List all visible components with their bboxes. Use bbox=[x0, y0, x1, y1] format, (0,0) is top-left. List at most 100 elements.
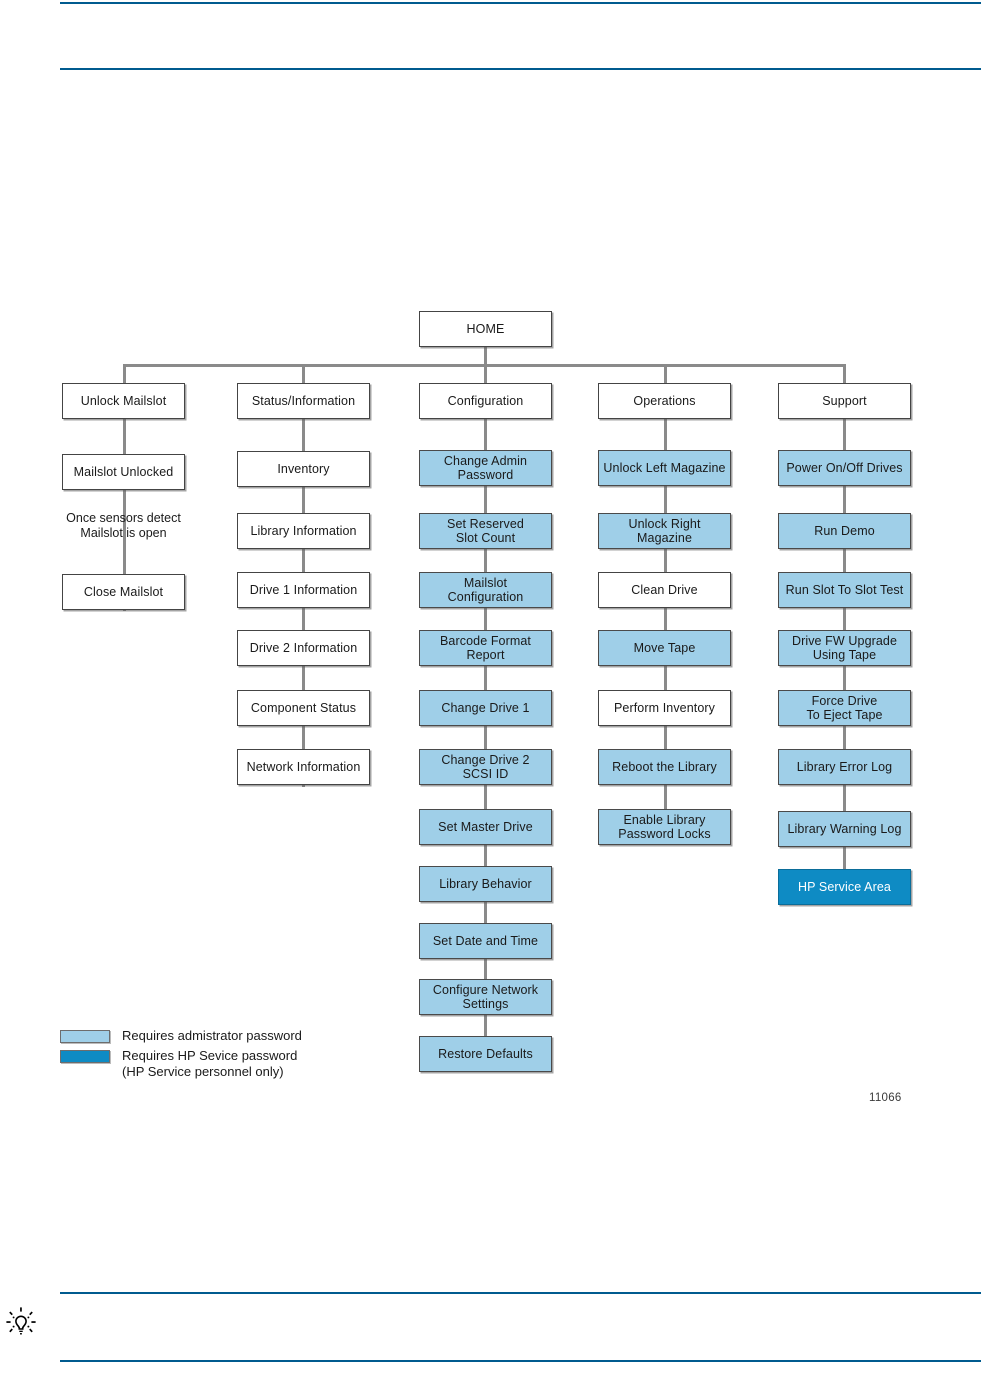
legend-row-admin: Requires admistrator password bbox=[60, 1028, 302, 1045]
node-set-date-and-time[interactable]: Set Date and Time bbox=[419, 923, 552, 959]
node-label: HOME bbox=[466, 322, 505, 336]
node-label: Enable Library Password Locks bbox=[618, 813, 711, 841]
node-label: Reboot the Library bbox=[612, 760, 717, 774]
header-rule-top bbox=[60, 2, 981, 4]
legend-label-service: Requires HP Sevice password (HP Service … bbox=[122, 1047, 298, 1080]
legend-label-admin: Requires admistrator password bbox=[122, 1028, 302, 1043]
node-label: Mailslot Configuration bbox=[447, 576, 524, 604]
node-change-drive-1[interactable]: Change Drive 1 bbox=[419, 690, 552, 726]
column-header-status-information[interactable]: Status/Information bbox=[237, 383, 370, 419]
node-set-reserved-slot-count[interactable]: Set Reserved Slot Count bbox=[419, 513, 552, 549]
node-label: Change Drive 1 bbox=[441, 701, 530, 715]
connector-drop-5 bbox=[843, 364, 846, 383]
node-library-behavior[interactable]: Library Behavior bbox=[419, 866, 552, 902]
node-reboot-the-library[interactable]: Reboot the Library bbox=[598, 749, 731, 785]
connector-column-1 bbox=[123, 419, 126, 611]
node-label: Barcode Format Report bbox=[439, 634, 532, 662]
node-power-on-off-drives[interactable]: Power On/Off Drives bbox=[778, 450, 911, 486]
node-label: Set Reserved Slot Count bbox=[447, 517, 524, 545]
node-label: Status/Information bbox=[251, 394, 356, 408]
legend-swatch-service bbox=[60, 1049, 110, 1063]
node-label: Perform Inventory bbox=[613, 701, 716, 715]
node-label: Operations bbox=[633, 394, 696, 408]
node-label: Library Warning Log bbox=[787, 822, 902, 836]
node-enable-library-password-locks[interactable]: Enable Library Password Locks bbox=[598, 809, 731, 845]
node-configure-network-settings[interactable]: Configure Network Settings bbox=[419, 979, 552, 1015]
node-label: Inventory bbox=[277, 462, 330, 476]
figure-id: 11066 bbox=[869, 1092, 902, 1104]
footer-rule-top bbox=[60, 1292, 981, 1294]
node-clean-drive[interactable]: Clean Drive bbox=[598, 572, 731, 608]
node-drive-1-information[interactable]: Drive 1 Information bbox=[237, 572, 370, 608]
node-drive-fw-upgrade-using-tape[interactable]: Drive FW Upgrade Using Tape bbox=[778, 630, 911, 666]
column-header-operations[interactable]: Operations bbox=[598, 383, 731, 419]
connector-root-stem bbox=[484, 347, 487, 366]
node-label: Support bbox=[822, 394, 867, 408]
node-hp-service-area[interactable]: HP Service Area bbox=[778, 869, 911, 905]
node-component-status[interactable]: Component Status bbox=[237, 690, 370, 726]
node-label: Power On/Off Drives bbox=[786, 461, 903, 475]
caption-once-sensors-detect: Once sensors detect Mailslot is open bbox=[66, 511, 181, 541]
connector-drop-2 bbox=[302, 364, 305, 383]
node-label: Clean Drive bbox=[631, 583, 698, 597]
node-label: Set Master Drive bbox=[438, 820, 533, 834]
node-label: Move Tape bbox=[633, 641, 696, 655]
node-label: Change Admin Password bbox=[443, 454, 528, 482]
node-label: Run Slot To Slot Test bbox=[785, 583, 904, 597]
node-barcode-format-report[interactable]: Barcode Format Report bbox=[419, 630, 552, 666]
node-library-error-log[interactable]: Library Error Log bbox=[778, 749, 911, 785]
node-perform-inventory[interactable]: Perform Inventory bbox=[598, 690, 731, 726]
lightbulb-tip-icon bbox=[6, 1307, 36, 1335]
node-force-drive-to-eject-tape[interactable]: Force Drive To Eject Tape bbox=[778, 690, 911, 726]
node-change-drive-2-scsi-id[interactable]: Change Drive 2 SCSI ID bbox=[419, 749, 552, 785]
legend-swatch-admin bbox=[60, 1030, 110, 1043]
node-label: Library Information bbox=[250, 524, 357, 538]
connector-drop-3 bbox=[484, 364, 487, 383]
node-label: Drive 1 Information bbox=[249, 583, 358, 597]
node-inventory[interactable]: Inventory bbox=[237, 451, 370, 487]
node-label: Run Demo bbox=[814, 524, 875, 538]
node-label: Library Error Log bbox=[796, 760, 893, 774]
node-label: Close Mailslot bbox=[83, 585, 164, 599]
node-mailslot-configuration[interactable]: Mailslot Configuration bbox=[419, 572, 552, 608]
node-change-admin-password[interactable]: Change Admin Password bbox=[419, 450, 552, 486]
node-restore-defaults[interactable]: Restore Defaults bbox=[419, 1036, 552, 1072]
node-home[interactable]: HOME bbox=[419, 311, 552, 347]
node-close-mailslot[interactable]: Close Mailslot bbox=[62, 574, 185, 610]
node-label: Configuration bbox=[447, 394, 524, 408]
node-label: Network Information bbox=[246, 760, 361, 774]
node-label: Change Drive 2 SCSI ID bbox=[441, 753, 530, 781]
column-header-support[interactable]: Support bbox=[778, 383, 911, 419]
node-label: Library Behavior bbox=[439, 877, 532, 891]
node-library-warning-log[interactable]: Library Warning Log bbox=[778, 811, 911, 847]
node-run-slot-to-slot-test[interactable]: Run Slot To Slot Test bbox=[778, 572, 911, 608]
node-label: Restore Defaults bbox=[438, 1047, 533, 1061]
node-label: Configure Network Settings bbox=[432, 983, 539, 1011]
node-set-master-drive[interactable]: Set Master Drive bbox=[419, 809, 552, 845]
connector-drop-1 bbox=[123, 364, 126, 383]
node-drive-2-information[interactable]: Drive 2 Information bbox=[237, 630, 370, 666]
node-library-information[interactable]: Library Information bbox=[237, 513, 370, 549]
node-label: Unlock Left Magazine bbox=[603, 461, 726, 475]
node-label: Mailslot Unlocked bbox=[73, 465, 174, 479]
legend-row-service: Requires HP Sevice password (HP Service … bbox=[60, 1048, 302, 1081]
node-unlock-right-magazine[interactable]: Unlock Right Magazine bbox=[598, 513, 731, 549]
connector-column-4 bbox=[664, 419, 667, 809]
header-rule-second bbox=[60, 68, 981, 70]
node-label: Set Date and Time bbox=[432, 934, 539, 948]
column-header-configuration[interactable]: Configuration bbox=[419, 383, 552, 419]
node-run-demo[interactable]: Run Demo bbox=[778, 513, 911, 549]
node-label: Drive FW Upgrade Using Tape bbox=[791, 634, 898, 662]
node-unlock-left-magazine[interactable]: Unlock Left Magazine bbox=[598, 450, 731, 486]
node-network-information[interactable]: Network Information bbox=[237, 749, 370, 785]
column-header-unlock-mailslot[interactable]: Unlock Mailslot bbox=[62, 383, 185, 419]
footer-rule-bottom bbox=[60, 1360, 981, 1362]
node-label: Force Drive To Eject Tape bbox=[806, 694, 883, 722]
legend: Requires admistrator password Requires H… bbox=[60, 1028, 302, 1084]
node-label: Component Status bbox=[250, 701, 357, 715]
node-mailslot-unlocked[interactable]: Mailslot Unlocked bbox=[62, 454, 185, 490]
node-label: HP Service Area bbox=[798, 880, 891, 894]
node-label: Drive 2 Information bbox=[249, 641, 358, 655]
node-move-tape[interactable]: Move Tape bbox=[598, 630, 731, 666]
